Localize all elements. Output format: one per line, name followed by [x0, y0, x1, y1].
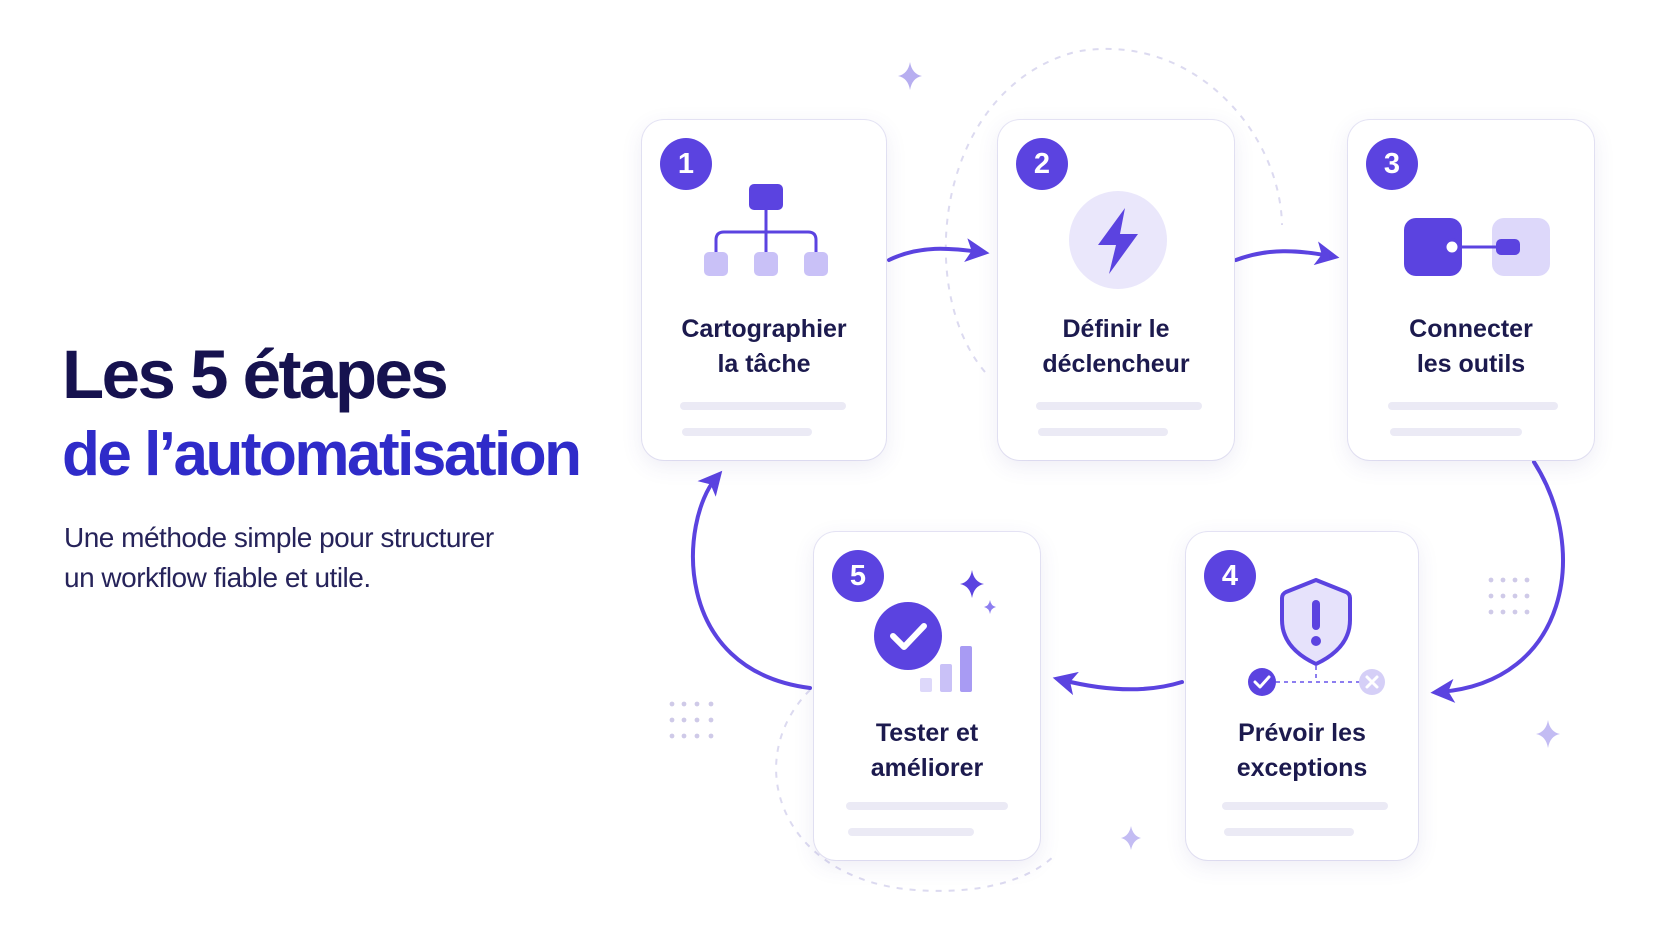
- step-number-badge: 2: [1016, 138, 1068, 190]
- sparkle-icon: [1536, 720, 1560, 748]
- placeholder-line: [682, 428, 812, 436]
- heading-line-1: Les 5 étapes: [62, 336, 449, 413]
- step-label: Définir le déclencheur: [1042, 315, 1190, 378]
- check-chart-icon: [874, 570, 996, 692]
- placeholder-line: [1388, 402, 1558, 410]
- step-number-badge: 4: [1204, 550, 1256, 602]
- placeholder-line: [1390, 428, 1522, 436]
- heading: Les 5 étapes de l’automatisation: [62, 335, 622, 495]
- step-label: Prévoir les exceptions: [1236, 719, 1368, 782]
- dot-grid-right: [1488, 577, 1530, 615]
- step-label: Connecter les outils: [1409, 315, 1533, 378]
- placeholder-line: [1038, 428, 1168, 436]
- arrow-1-to-2: [887, 238, 990, 262]
- step-card-2: 2 Définir le déclencheur: [998, 120, 1234, 460]
- connector-icon: [1404, 218, 1550, 276]
- step-card-5: 5 Tester et améliorer: [814, 532, 1040, 860]
- dashed-ring-bottom: [775, 689, 1056, 892]
- arrow-4-to-5: [1052, 671, 1184, 696]
- placeholder-line: [846, 802, 1008, 810]
- step-card-1: 1 Cartographier la tâche: [642, 120, 886, 460]
- placeholder-line: [1224, 828, 1354, 836]
- shield-alert-icon: [1248, 578, 1385, 696]
- sparkle-icon: [1121, 826, 1141, 850]
- step-card-4: 4 Prévoir les exceptions: [1186, 532, 1418, 860]
- step-card-3: 3 Connecter les outils: [1348, 120, 1594, 460]
- placeholder-line: [1036, 402, 1202, 410]
- arrow-2-to-3: [1234, 241, 1340, 266]
- subtitle-line-1: Une méthode simple pour structurer: [64, 522, 494, 553]
- step-number-badge: 5: [832, 550, 884, 602]
- arrow-3-to-4: [1430, 460, 1565, 703]
- sparkle-icon: [898, 62, 922, 90]
- heading-line-2: de l’automatisation: [62, 420, 582, 489]
- placeholder-line: [680, 402, 846, 410]
- dashed-ring-top: [944, 47, 1283, 373]
- subtitle-line-2: un workflow fiable et utile.: [64, 562, 371, 593]
- lightning-icon: [1069, 191, 1167, 289]
- placeholder-line: [1222, 802, 1388, 810]
- dot-grid-left: [669, 701, 714, 739]
- step-number-badge: 1: [660, 138, 712, 190]
- arrow-5-to-1: [691, 470, 812, 690]
- step-number-badge: 3: [1366, 138, 1418, 190]
- step-label: Tester et améliorer: [870, 719, 984, 782]
- hierarchy-icon: [704, 184, 828, 276]
- subtitle: Une méthode simple pour structurer un wo…: [64, 518, 624, 598]
- placeholder-line: [848, 828, 974, 836]
- step-label: Cartographier la tâche: [681, 315, 847, 378]
